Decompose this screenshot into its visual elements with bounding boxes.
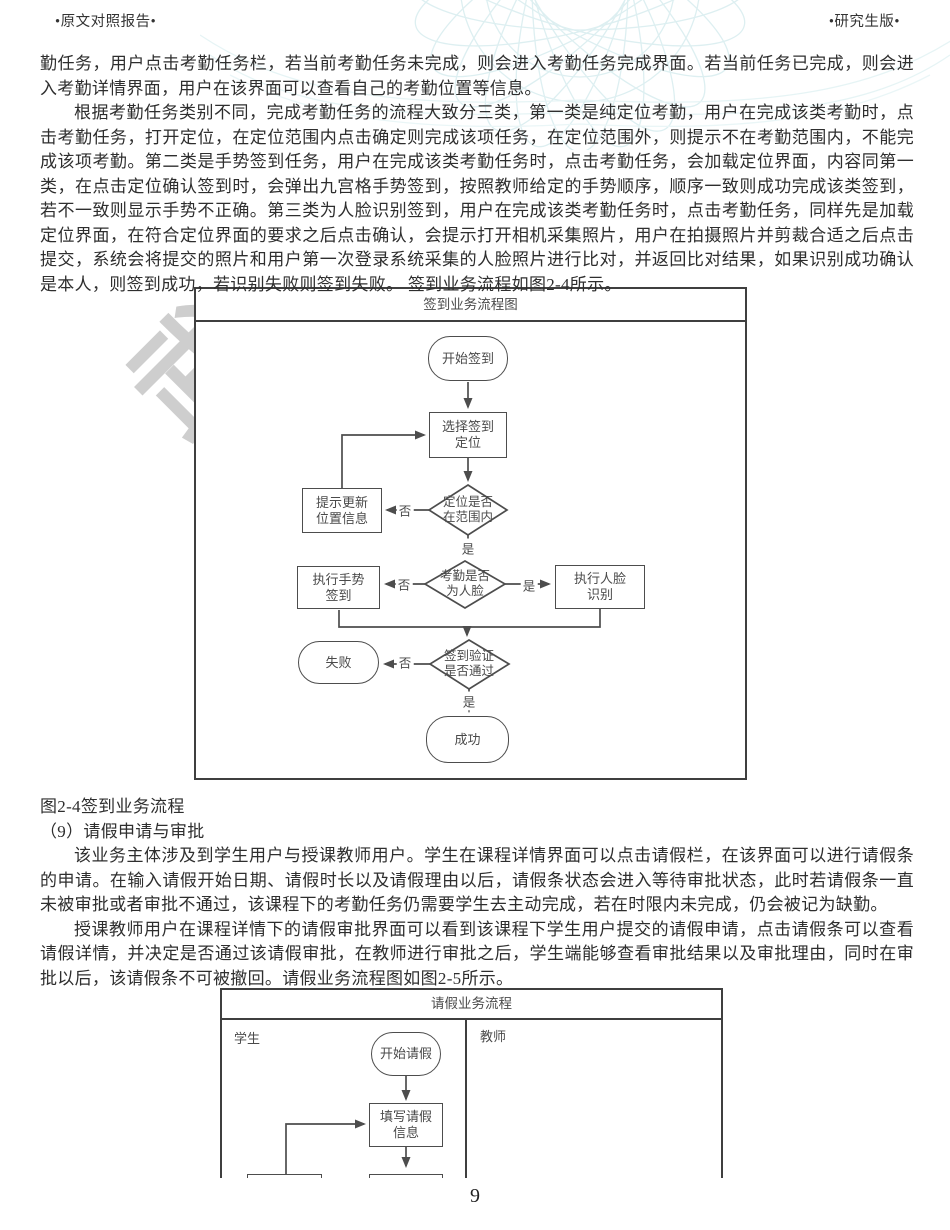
flowchart-leave-title: 请假业务流程 — [222, 990, 721, 1020]
edge-label-yes-3: 是 — [460, 691, 478, 711]
node-partial-left — [247, 1174, 322, 1178]
node-select-location: 选择签到 定位 — [429, 412, 507, 458]
node-start-leave: 开始请假 — [371, 1032, 441, 1076]
node-start-signin: 开始签到 — [428, 336, 508, 381]
edge-label-yes-1: 是 — [459, 538, 477, 558]
node-gesture-signin: 执行手势 签到 — [297, 566, 380, 609]
node-partial-center — [369, 1174, 443, 1178]
paragraph-attendance-types: 根据考勤任务类别不同，完成考勤任务的流程大致分三类，第一类是纯定位考勤，用户在完… — [40, 103, 914, 294]
paragraph-leave-teacher: 授课教师用户在课程详情下的请假审批界面可以看到该课程下学生用户提交的请假申请，点… — [40, 919, 914, 988]
decision-verify-pass-label: 签到验证 是否通过 — [443, 649, 494, 678]
lane-label-teacher: 教师 — [480, 1029, 507, 1044]
flowchart-leave: 请假业务流程 学生 教师 开始请假 填写请假 信息 — [220, 988, 723, 1178]
lane-label-student: 学生 — [234, 1031, 261, 1046]
paragraph-leave-student: 该业务主体涉及到学生用户与授课教师用户。学生在课程详情界面可以点击请假栏，在该界… — [40, 846, 914, 914]
node-prompt-update-location: 提示更新 位置信息 — [302, 488, 382, 533]
flowchart-signin-title: 签到业务流程图 — [196, 289, 745, 322]
edge-label-no-1: 否 — [396, 500, 414, 520]
body-text-lower: 图2-4签到业务流程 （9）请假申请与审批 该业务主体涉及到学生用户与授课教师用… — [40, 795, 914, 991]
header-left-label: •原文对照报告• — [55, 14, 157, 30]
paragraph-attendance-continued: 勤任务，用户点击考勤任务栏，若当前考勤任务未完成，则会进入考勤任务完成界面。若当… — [40, 54, 914, 98]
edge-label-no-2: 否 — [395, 574, 413, 594]
figure-2-4-caption: 图2-4签到业务流程 — [40, 797, 185, 816]
flowchart-signin: 签到业务流程图 — [194, 287, 747, 780]
flowchart-signin-edges — [338, 382, 601, 713]
page-number: 9 — [470, 1185, 480, 1207]
lane-divider — [465, 1020, 467, 1178]
body-text-upper: 勤任务，用户点击考勤任务栏，若当前考勤任务未完成，则会进入考勤任务完成界面。若当… — [40, 52, 914, 297]
decision-is-face-shape — [423, 560, 507, 609]
node-fail: 失败 — [298, 641, 379, 684]
edge-label-yes-2: 是 — [520, 575, 538, 595]
edge-label-no-3: 否 — [396, 652, 414, 672]
decorative-guilloche-pattern — [200, 0, 950, 150]
decision-is-face-label: 考勤是否 为人脸 — [439, 569, 490, 598]
header-right-label: •研究生版• — [828, 14, 900, 30]
heading-item-9: （9）请假申请与审批 — [40, 821, 205, 841]
node-success: 成功 — [426, 716, 509, 763]
decision-verify-pass-shape — [428, 639, 511, 691]
flowchart-leave-edges — [285, 1076, 411, 1176]
node-face-recognition: 执行人脸 识别 — [555, 565, 645, 609]
node-fill-leave-info: 填写请假 信息 — [369, 1103, 443, 1147]
decision-location-in-range-label: 定位是否 在范围内 — [442, 495, 493, 524]
decision-location-in-range-shape — [427, 483, 509, 537]
